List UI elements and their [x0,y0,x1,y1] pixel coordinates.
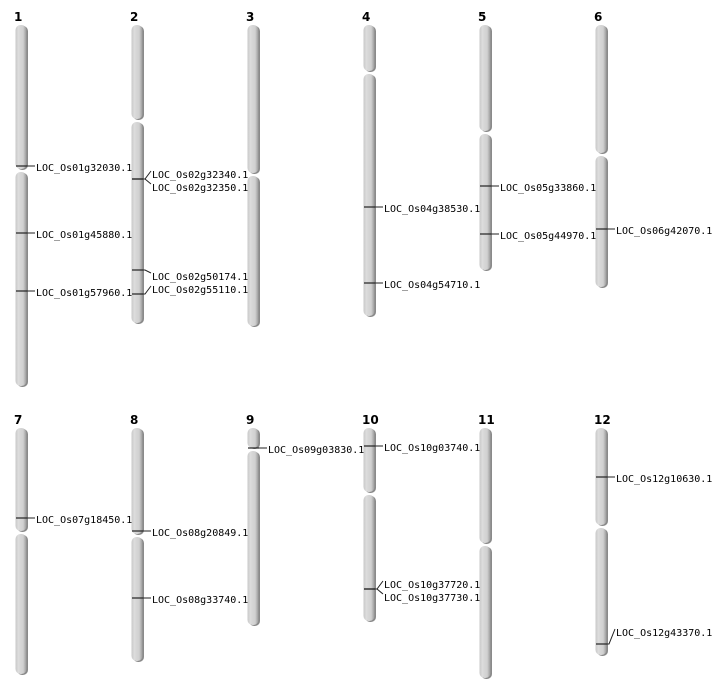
chromosome-long-arm [595,156,607,287]
gene-connector [375,588,384,595]
gene-label: LOC_Os01g57960.1 [36,288,132,299]
chromosome-long-arm [15,172,27,386]
chromosome-label: 12 [594,413,611,427]
gene-label: LOC_Os02g32350.1 [152,183,248,194]
chromosome-short-arm [247,25,259,173]
gene-label: LOC_Os06g42070.1 [616,226,712,237]
gene-label: LOC_Os01g32030.1 [36,163,132,174]
gene-label: LOC_Os08g33740.1 [152,595,248,606]
chromosome-label: 5 [478,10,486,24]
gene-connector [607,628,616,645]
chromosome-short-arm [595,25,607,153]
chromosome-long-arm [247,451,259,625]
chromosome-label: 4 [362,10,370,24]
gene-label: LOC_Os12g10630.1 [616,474,712,485]
chromosome-long-arm [595,528,607,655]
chromosome-short-arm [479,428,491,543]
chromosome-label: 2 [130,10,138,24]
gene-label: LOC_Os08g20849.1 [152,528,248,539]
chromosome-long-arm [479,134,491,270]
chromosome-10: 10LOC_Os10g03740.1LOC_Os10g37720.1LOC_Os… [362,413,480,622]
gene-label: LOC_Os05g44970.1 [500,231,596,242]
chromosome-label: 1 [14,10,22,24]
chromosome-label: 10 [362,413,379,427]
chromosome-short-arm [363,25,375,71]
chromosome-3: 3 [246,10,260,327]
gene-label: LOC_Os10g37720.1 [384,580,480,591]
gene-label: LOC_Os01g45880.1 [36,230,132,241]
gene-connector [143,285,152,295]
chromosome-2: 2LOC_Os02g32340.1LOC_Os02g32350.1LOC_Os0… [130,10,248,324]
chromosome-1: 1LOC_Os01g32030.1LOC_Os01g45880.1LOC_Os0… [14,10,132,387]
chromosome-short-arm [15,25,27,169]
gene-label: LOC_Os02g55110.1 [152,285,248,296]
chromosome-label: 6 [594,10,602,24]
chromosome-long-arm [479,546,491,678]
chromosome-label: 9 [246,413,254,427]
gene-label: LOC_Os05g33860.1 [500,183,596,194]
chromosome-long-arm [363,74,375,316]
gene-connector [375,580,384,590]
chromosome-label: 11 [478,413,495,427]
gene-connector [143,178,152,185]
gene-label: LOC_Os10g03740.1 [384,443,480,454]
chromosome-label: 7 [14,413,22,427]
chromosome-short-arm [15,428,27,531]
gene-connector [143,269,152,274]
chromosome-label: 8 [130,413,138,427]
gene-label: LOC_Os09g03830.1 [268,445,364,456]
gene-label: LOC_Os04g38530.1 [384,204,480,215]
gene-label: LOC_Os12g43370.1 [616,628,712,639]
chromosome-short-arm [131,25,143,119]
chromosome-short-arm [363,428,375,492]
chromosome-short-arm [247,428,259,448]
gene-label: LOC_Os04g54710.1 [384,280,480,291]
chromosome-long-arm [131,122,143,323]
gene-label: LOC_Os02g32340.1 [152,170,248,181]
gene-label: LOC_Os02g50174.1 [152,272,248,283]
gene-label: LOC_Os10g37730.1 [384,593,480,604]
chromosome-long-arm [247,176,259,326]
chromosome-label: 3 [246,10,254,24]
gene-label: LOC_Os07g18450.1 [36,515,132,526]
chromosome-11: 11 [478,413,495,679]
chromosome-long-arm [131,537,143,661]
chromosome-short-arm [131,428,143,534]
chromosome-long-arm [15,534,27,674]
chromosome-long-arm [363,495,375,621]
gene-connector [143,170,152,180]
chromosome-short-arm [479,25,491,131]
